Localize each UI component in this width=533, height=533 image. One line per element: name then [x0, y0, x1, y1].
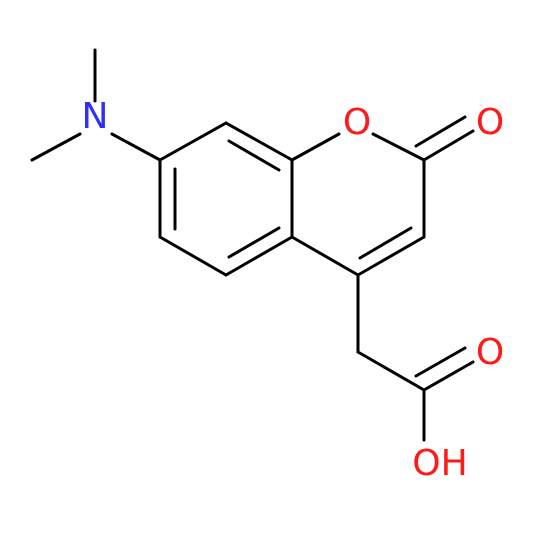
bond-c8-c8a [224, 121, 294, 162]
atom-nitrogen: N [82, 96, 109, 137]
bond-ch2-cooh [356, 350, 426, 392]
bond-c7-c8 [158, 121, 228, 162]
atom-carbonyl-oxygen: O [476, 102, 504, 143]
bond-c4a-c5-inner [227, 226, 281, 259]
atom-ring-oxygen: O [343, 102, 371, 143]
atom-acid-oxygen: O [476, 332, 504, 373]
bond-c4a-c5 [224, 235, 294, 277]
bond-c4-c4a [290, 235, 360, 277]
bond-cooh-o-double-2 [414, 346, 467, 378]
bond-cooh-o-double [422, 360, 475, 392]
bond-n-aryl [110, 132, 162, 162]
bond-n-methyl-left [30, 132, 82, 162]
bond-c3-c4-inner [358, 226, 413, 260]
bond-c8-c8a-inner [227, 139, 281, 172]
bond-c8a-o1 [290, 132, 341, 162]
bond-c5-c6 [158, 235, 228, 277]
bond-c2-o-carbonyl [422, 129, 475, 162]
bond-o1-c2 [371, 132, 426, 162]
bond-c3-c4 [356, 235, 426, 277]
atom-hydroxyl: OH [412, 443, 467, 484]
bond-c2-o-carbonyl-2 [414, 115, 467, 148]
